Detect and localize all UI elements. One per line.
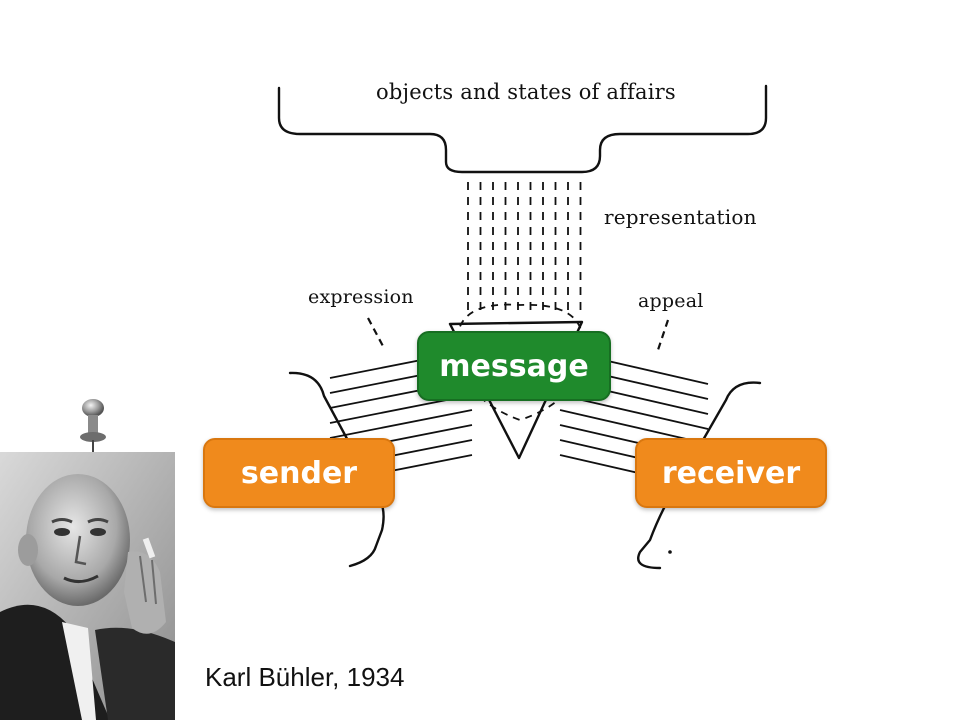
- receiver-bracket: [637, 381, 762, 570]
- representation-label: representation: [604, 205, 757, 229]
- expression-ray: [329, 409, 473, 439]
- appeal-pointer: [656, 319, 670, 351]
- appeal-label: appeal: [638, 290, 704, 312]
- receiver-dot: [668, 550, 672, 554]
- expression-label: expression: [308, 286, 414, 308]
- receiver-box: receiver: [635, 438, 827, 508]
- sender-bracket: [288, 371, 385, 568]
- representation-rays: [467, 182, 582, 316]
- caption: Karl Bühler, 1934: [205, 662, 405, 692]
- objects-bracket: [277, 84, 768, 174]
- message-box: message: [417, 331, 611, 401]
- pushpin-icon: [80, 399, 106, 453]
- expression-pointer: [367, 317, 385, 349]
- portrait-photo: [0, 452, 175, 720]
- sender-box: sender: [203, 438, 395, 508]
- objects-label: objects and states of affairs: [376, 80, 676, 104]
